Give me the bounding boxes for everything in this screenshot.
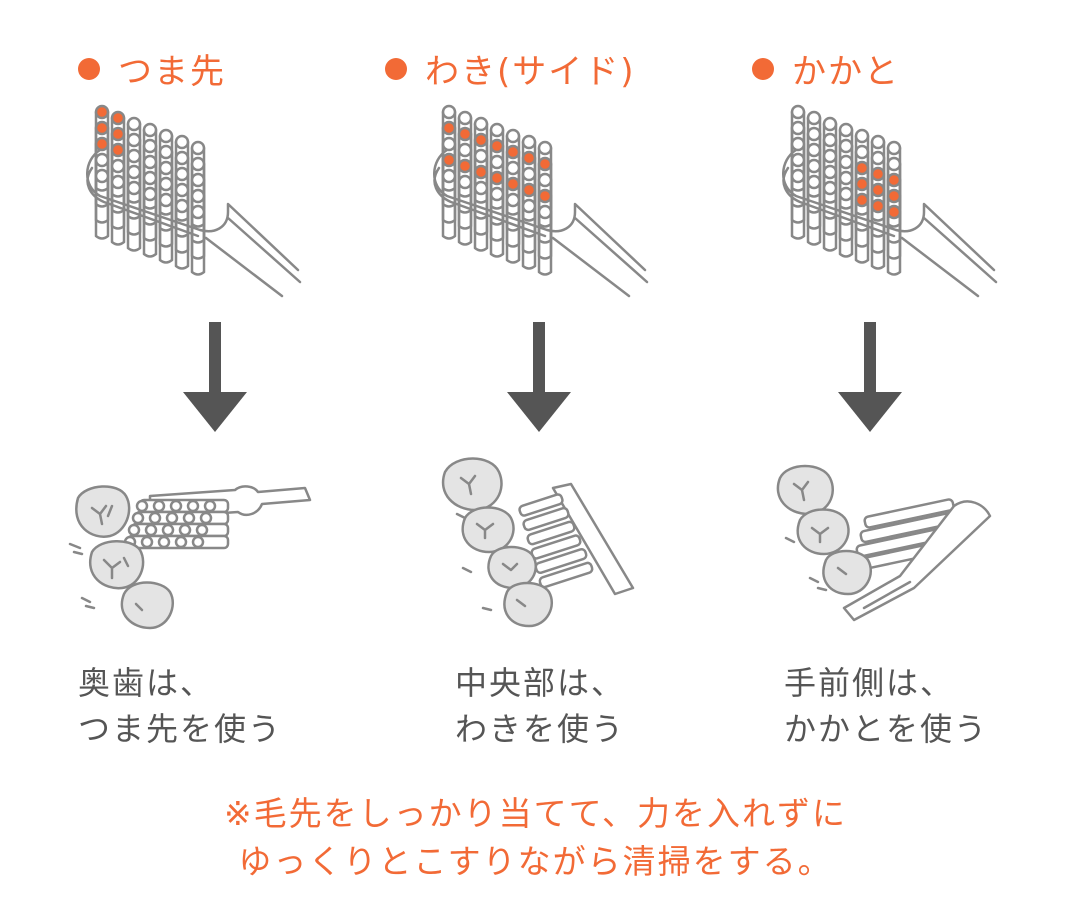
toothbrush-icon [433, 104, 649, 298]
brushing-note: ※毛先をしっかり当てて、力を入れずに ゆっくりとこすりながら清掃をする。 [0, 790, 1071, 886]
heading-label: かかと [792, 52, 900, 92]
caption: 中央部は、 わきを使う [455, 660, 625, 752]
section-heading: わき(サイド) [385, 44, 636, 93]
down-arrow-icon [838, 322, 902, 432]
section-heading: つま先 [78, 44, 226, 93]
caption-line-1: 奥歯は、 [78, 664, 215, 702]
down-arrow-icon [507, 322, 571, 432]
section-side: わき(サイド) 中央 [357, 0, 714, 780]
note-line-2: ゆっくりとこすりながら清掃をする。 [238, 842, 833, 881]
section-heading: かかと [752, 44, 900, 93]
circle-bullet-icon [78, 57, 100, 80]
front-brushing-illustration [776, 464, 992, 622]
toothbrush-icon [782, 104, 998, 298]
caption-line-1: 中央部は、 [455, 664, 626, 702]
caption: 手前側は、 かかとを使う [784, 660, 988, 752]
section-tip: つま先 奥歯は、 つま先を使う [0, 0, 357, 780]
heading-label: つま先 [118, 52, 226, 92]
circle-bullet-icon [385, 57, 407, 80]
caption-line-1: 手前側は、 [784, 664, 955, 702]
caption-line-2: わきを使う [455, 710, 626, 748]
center-brushing-illustration [442, 457, 635, 628]
section-heel: かかと 手前側は、 かかとを使う [714, 0, 1071, 780]
circle-bullet-icon [752, 57, 774, 80]
note-line-1: ※毛先をしっかり当てて、力を入れずに [223, 794, 847, 833]
toothbrush-icon [86, 104, 302, 298]
caption-line-2: つま先を使う [78, 710, 283, 748]
down-arrow-icon [183, 322, 247, 432]
molar-brushing-illustration [68, 485, 312, 630]
caption-line-2: かかとを使う [784, 710, 989, 748]
caption: 奥歯は、 つま先を使う [78, 660, 282, 752]
heading-label: わき(サイド) [425, 52, 636, 92]
